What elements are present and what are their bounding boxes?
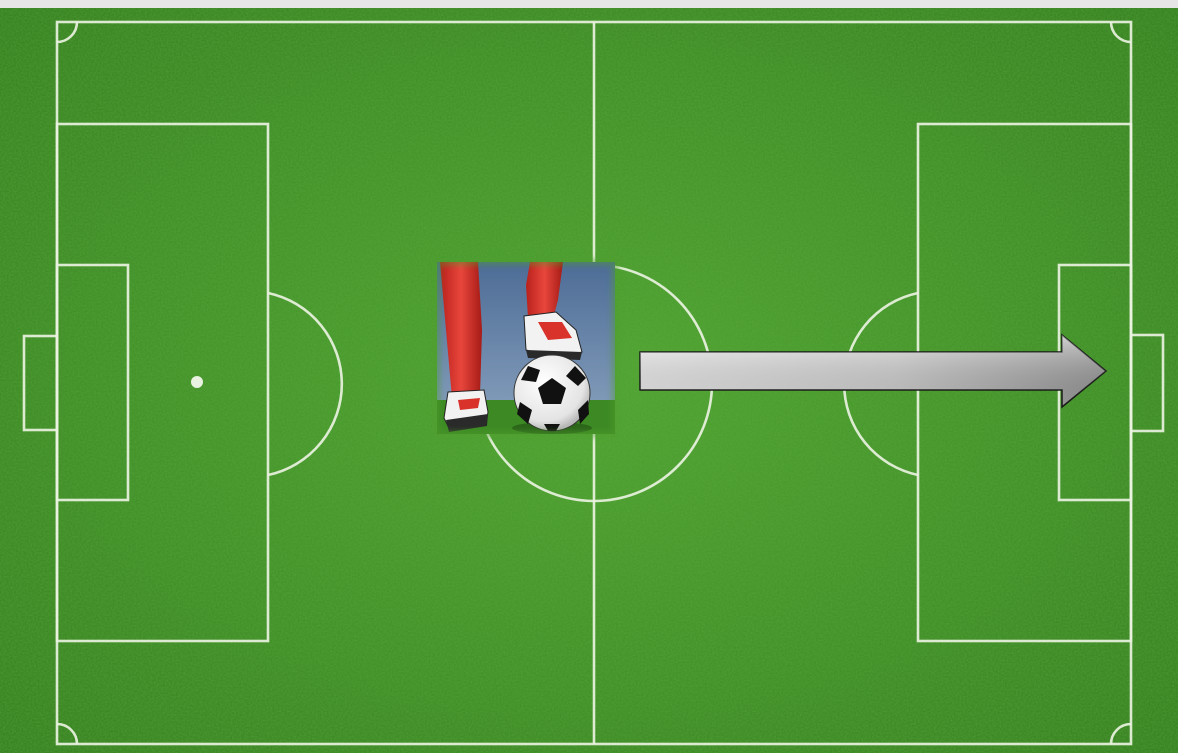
player-photo: [437, 262, 615, 440]
left-penalty-spot: [191, 376, 203, 388]
